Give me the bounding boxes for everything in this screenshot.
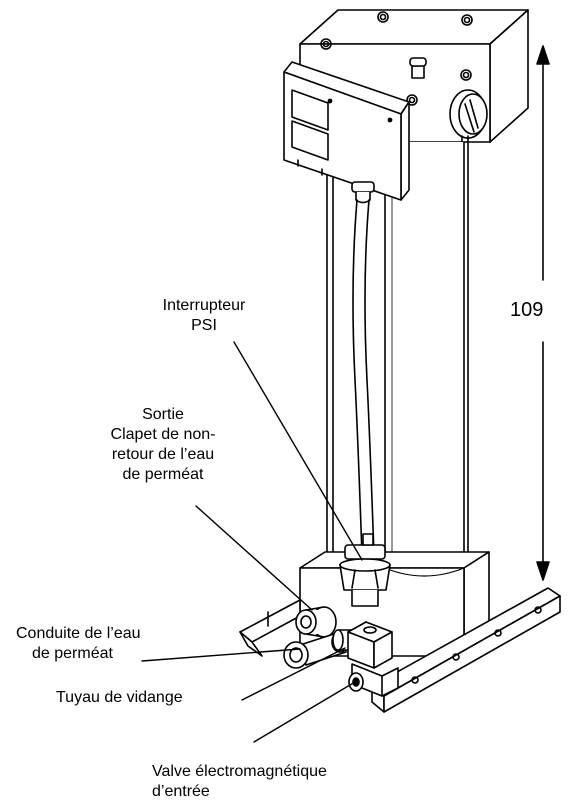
inlet-solenoid-valve-label: Valve électromagnétique d’entrée xyxy=(152,763,327,800)
height-dimension-label: 109 xyxy=(510,299,544,321)
hose xyxy=(352,199,375,556)
control-box xyxy=(283,61,410,204)
permeate-outlet-check-valve-label: Sortie Clapet de non- retour de l’eau de… xyxy=(110,406,216,483)
right-bracket xyxy=(371,587,561,713)
dimension-arrow xyxy=(536,45,550,581)
leader-lines xyxy=(141,341,363,743)
side-knob xyxy=(449,89,488,139)
permeate-line-label: Conduite de l’eau de perméat xyxy=(16,625,141,662)
check-valve-outlet xyxy=(295,606,337,638)
solenoid-valve xyxy=(347,621,399,697)
drain-pipe-label: Tuyau de vidange xyxy=(56,689,183,706)
psi-switch-label: Interrupteur PSI xyxy=(162,297,246,334)
